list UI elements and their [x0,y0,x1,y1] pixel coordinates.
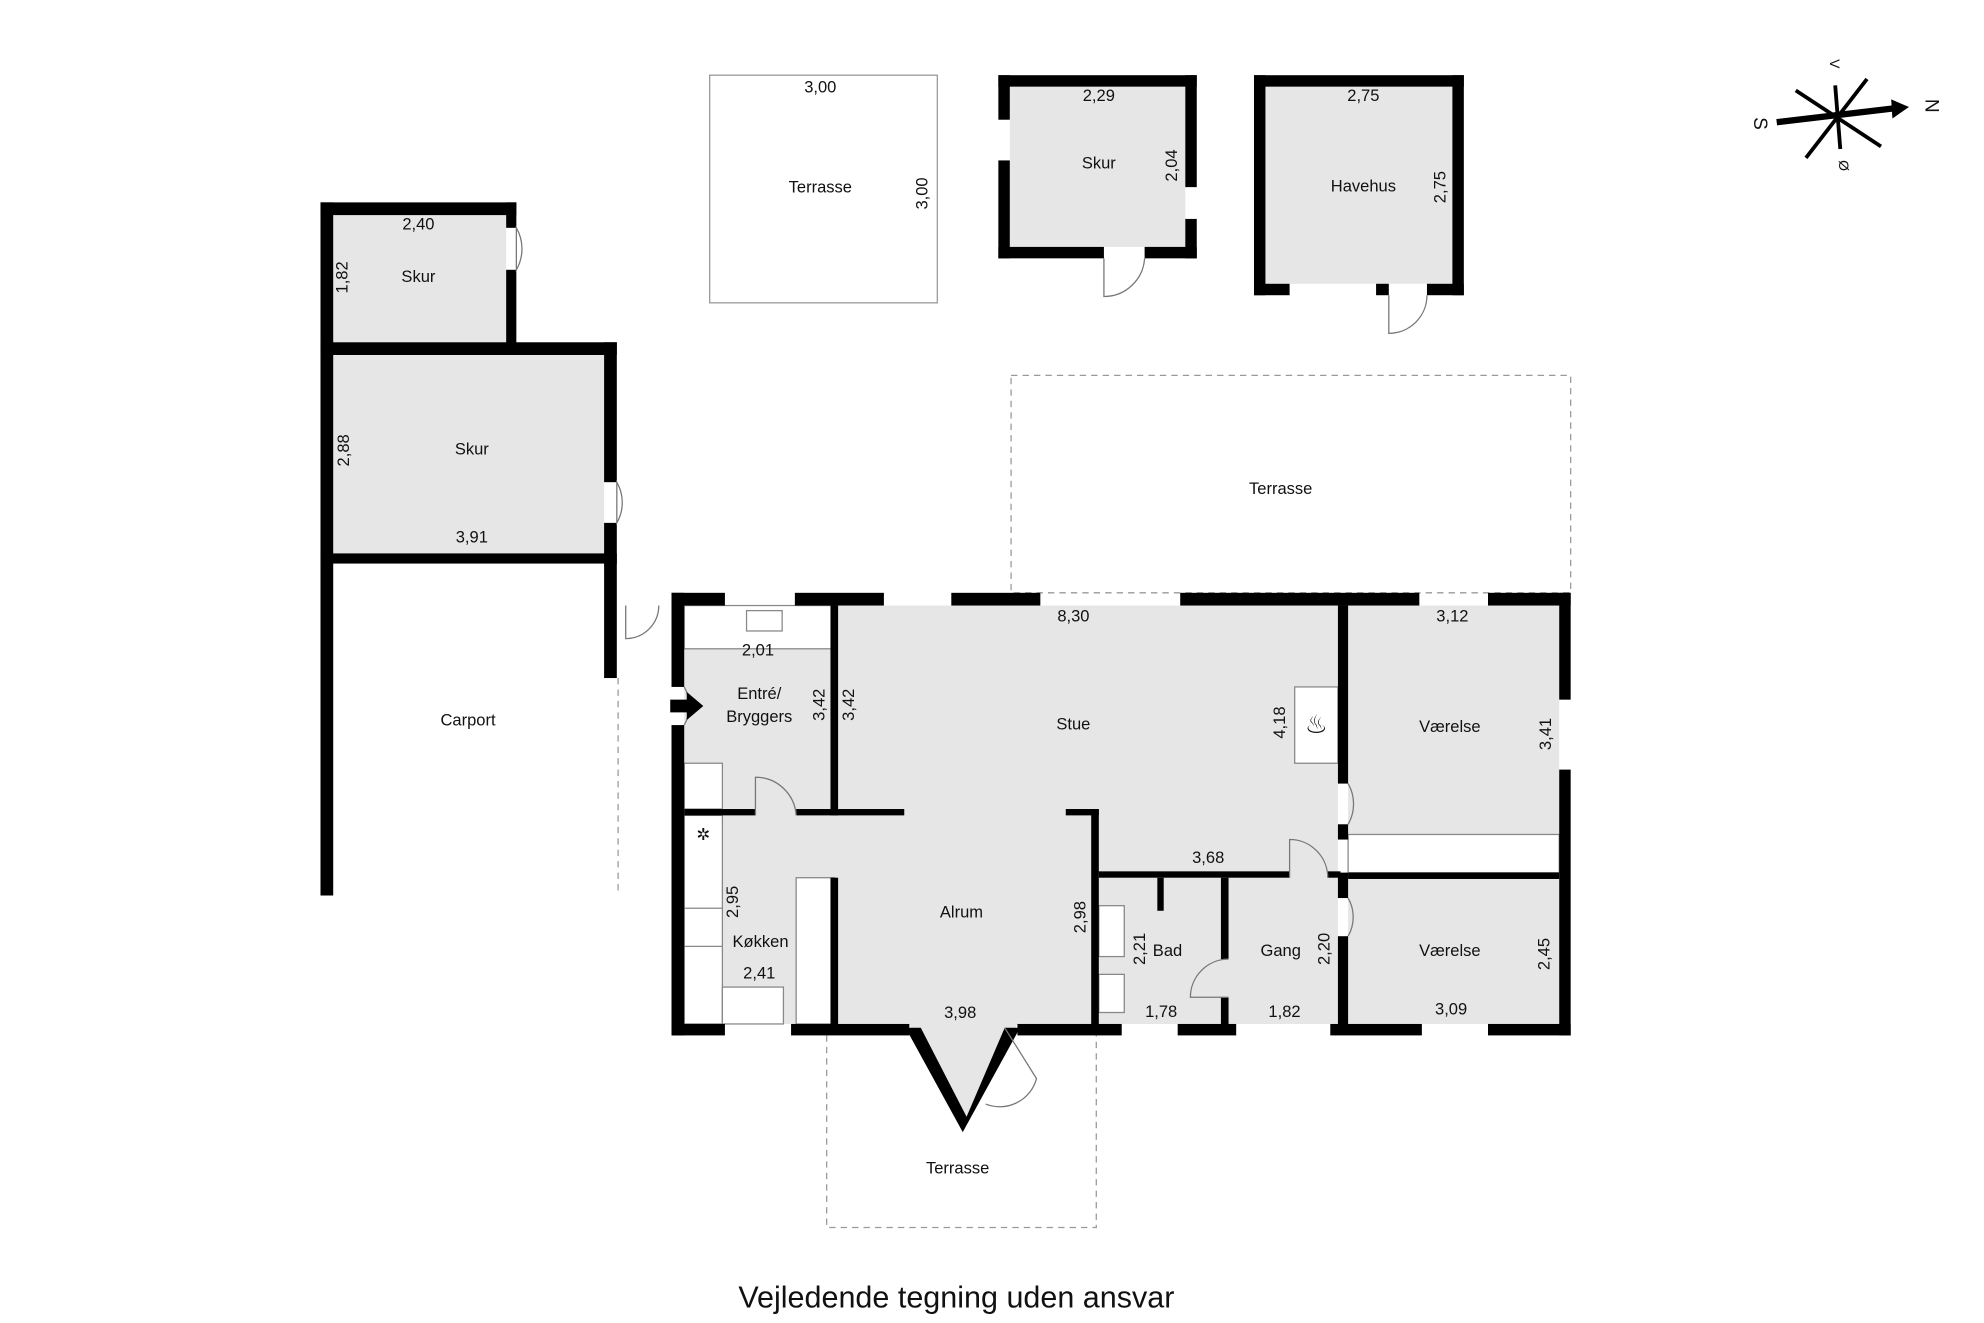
skur-large-depth: 2,88 [334,434,353,466]
entre-width: 2,01 [742,641,774,660]
havehus-width: 2,75 [1347,86,1379,105]
door-icon [1189,958,1229,998]
room-fills [333,86,1560,1130]
skur-top-label: Skur [1082,154,1116,173]
entre-label: Entré/ [737,684,781,703]
terrasse-bottom-label: Terrasse [926,1158,989,1177]
freezer-icon: ✲ [696,825,710,844]
vaerelse2-depth: 2,45 [1535,938,1554,970]
compass-west: V [1827,59,1843,69]
skur-large-width: 3,91 [456,527,488,546]
door-icon [1388,295,1428,335]
terrasse-top-depth: 3,00 [913,177,932,209]
room-labels: 2,40 Skur 1,82 Skur 3,91 2,88 Carport 3,… [333,77,1555,1177]
vaerelse2-label: Værelse [1419,941,1481,960]
skur-large-label: Skur [455,440,489,459]
havehus-label: Havehus [1331,176,1396,195]
door-icon [754,776,797,816]
door-icon [1347,783,1355,825]
terrasse-top-width: 3,00 [804,77,836,96]
skur-top-width: 2,29 [1083,86,1115,105]
stue-label: Stue [1056,714,1090,733]
terrasse-bottom [826,1035,1097,1229]
gang-width: 1,82 [1268,1002,1300,1021]
door-icon [985,1027,1038,1108]
terrasse-large-label: Terrasse [1249,479,1312,498]
bad-label: Bad [1153,941,1182,960]
gang-label: Gang [1260,941,1300,960]
door-icon [515,225,523,273]
vaerelse1-width: 3,12 [1436,606,1468,625]
skur-small-depth: 1,82 [333,261,352,293]
door-icon [616,479,623,526]
koekken-width: 2,41 [743,964,775,983]
havehus-depth: 2,75 [1430,171,1449,203]
carport-label: Carport [440,711,495,730]
bryggers-label: Bryggers [726,707,792,726]
door-icon [1103,258,1146,298]
door-icon [1347,897,1354,937]
skur-small-label: Skur [401,267,435,286]
door-icon [625,605,660,640]
compass-south: S [1749,117,1770,130]
stue-depth: 3,42 [839,689,858,721]
terrasse-top-label: Terrasse [789,178,852,197]
compass-icon: N S V Ø [1749,59,1942,171]
door-icon [1288,838,1329,878]
skur-small-width: 2,40 [402,215,434,234]
stue-width: 8,30 [1057,606,1089,625]
alrum-width: 3,98 [944,1003,976,1022]
compass-north: N [1921,99,1942,113]
vaerelse1-label: Værelse [1419,717,1481,736]
vaerelse2-width: 3,09 [1435,999,1467,1018]
skur-top-depth: 2,04 [1162,149,1181,181]
doors [515,225,1428,1108]
bad-width: 1,78 [1145,1002,1177,1021]
alrum-label: Alrum [940,903,983,922]
stue-depth-2: 4,18 [1270,706,1289,738]
fixtures: ✲ ♨ [683,604,1560,1025]
fireplace-icon [1294,686,1339,764]
vaerelse1-depth: 3,41 [1536,718,1555,750]
alrum-depth: 2,98 [1070,901,1089,933]
fire-icon: ♨ [1305,711,1328,739]
entre-depth: 3,42 [810,689,829,721]
disclaimer-title: Vejledende tegning uden ansvar [738,1281,1174,1315]
bad-depth: 2,21 [1130,933,1149,965]
walls [320,75,1571,1133]
gang-depth: 2,20 [1315,933,1334,965]
terrasse-top [709,74,938,304]
stue-bottom-width: 3,68 [1192,848,1224,867]
entrance-arrow-icon [670,692,704,721]
koekken-label: Køkken [733,932,789,951]
koekken-depth: 2,95 [723,886,742,918]
compass-east: Ø [1836,160,1852,171]
